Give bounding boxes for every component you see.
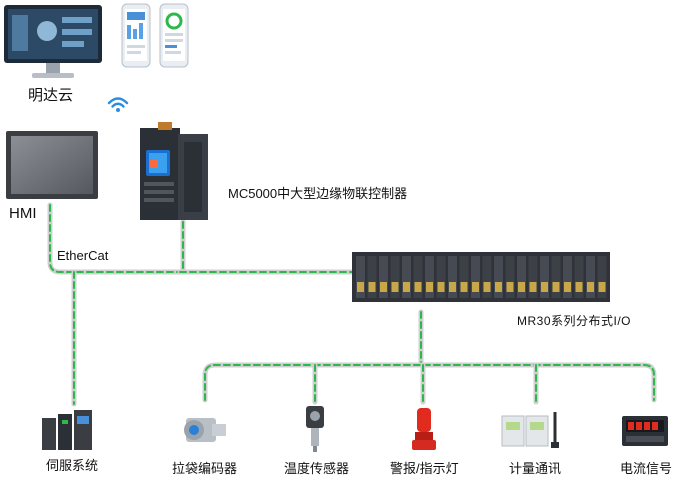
alarm-light-icon xyxy=(406,406,442,452)
field-bus-wire xyxy=(202,362,657,403)
current-meter-icon xyxy=(620,414,670,448)
controller-label: MC5000中大型边缘物联控制器 xyxy=(228,186,408,201)
hmi-wire-dash xyxy=(49,204,181,273)
endpoint-label-4: 计量通讯 xyxy=(509,461,562,476)
io-label: MR30系列分布式I/O xyxy=(517,314,632,328)
monitor-icon xyxy=(2,3,104,81)
endpoint-label-1: 拉袋编码器 xyxy=(172,461,238,476)
phone-icon xyxy=(121,3,151,68)
wifi-icon xyxy=(106,94,130,114)
phone-icon xyxy=(159,3,189,68)
meter-icon xyxy=(500,408,562,452)
bus-label: EtherCat xyxy=(57,248,109,263)
encoder-icon xyxy=(180,408,228,452)
servo-icon xyxy=(40,408,98,452)
hmi-panel xyxy=(5,130,99,200)
endpoint-label-3: 警报/指示灯 xyxy=(390,461,459,476)
cloud-label: 明达云 xyxy=(28,87,74,104)
endpoint-label-5: 电流信号 xyxy=(620,461,673,476)
endpoint-label-2: 温度传感器 xyxy=(284,461,350,476)
controller-device xyxy=(138,120,212,222)
temperature-sensor-icon xyxy=(300,404,330,454)
io-module xyxy=(352,248,610,308)
hmi-label: HMI xyxy=(9,205,37,222)
endpoint-label-0: 伺服系统 xyxy=(46,458,99,473)
